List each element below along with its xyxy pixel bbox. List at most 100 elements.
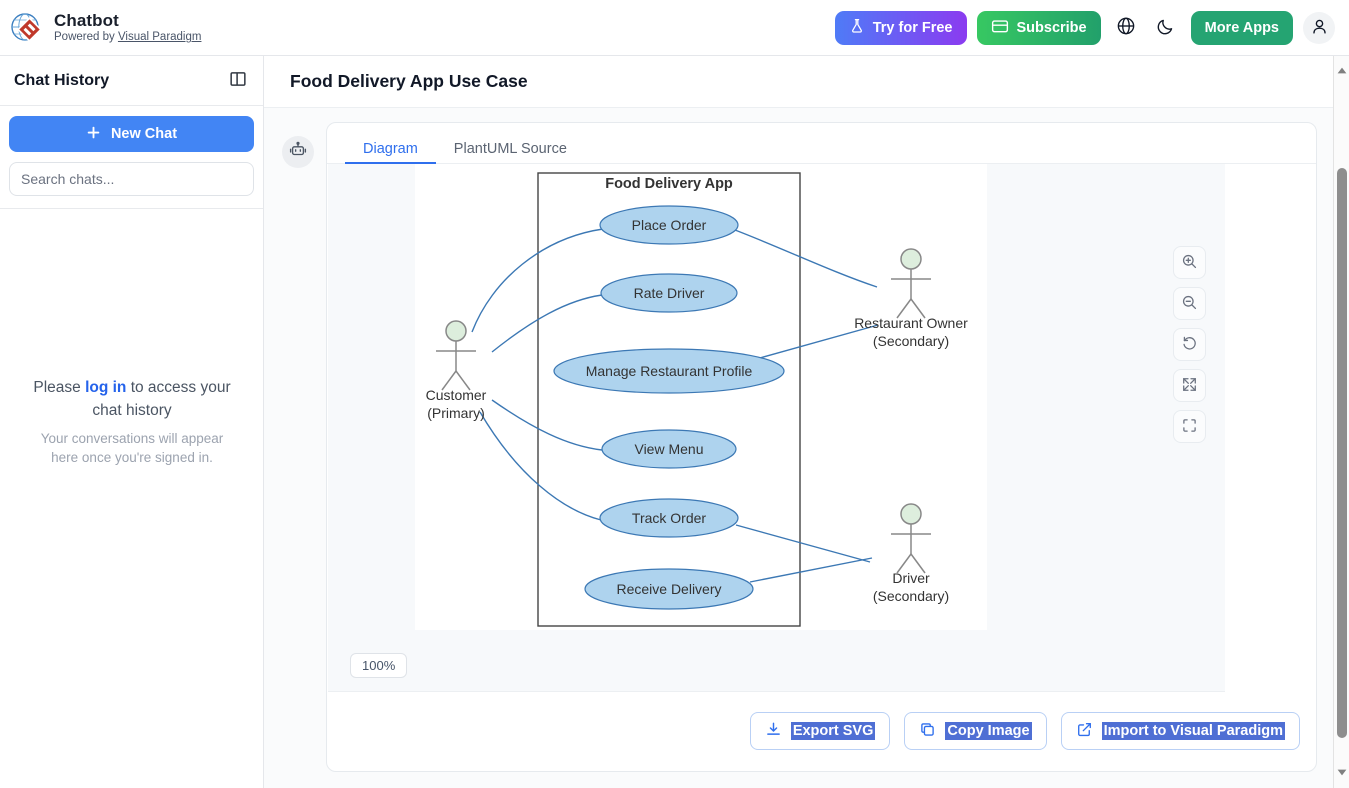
tab-diagram[interactable]: Diagram <box>345 123 436 165</box>
assoc-customer-track-order <box>479 411 602 521</box>
search-chats-input[interactable] <box>9 162 254 196</box>
copy-image-label: Copy Image <box>945 722 1032 740</box>
app-title: Chatbot <box>54 10 119 30</box>
use-case-place-order[interactable]: Place Order <box>599 205 739 245</box>
log-in-link[interactable]: log in <box>85 379 127 397</box>
assoc-owner-manage-profile <box>741 324 879 364</box>
main-header: Food Delivery App Use Case <box>264 56 1333 108</box>
diagram-card: Diagram PlantUML Source Food Delivery Ap… <box>326 122 1317 772</box>
diagram-svg-holder: Food Delivery App <box>415 164 987 630</box>
scroll-up-button[interactable] <box>1334 62 1349 78</box>
new-chat-label: New Chat <box>110 126 178 142</box>
fullscreen-button[interactable] <box>1173 410 1206 443</box>
language-globe-button[interactable] <box>1111 13 1141 43</box>
copy-image-button[interactable]: Copy Image <box>904 712 1047 750</box>
export-svg-button[interactable]: Export SVG <box>749 712 891 750</box>
panel-toggle-icon <box>229 72 247 91</box>
try-for-free-button[interactable]: Try for Free <box>834 10 967 45</box>
actor-name: Driver <box>892 570 930 586</box>
import-to-visual-paradigm-button[interactable]: Import to Visual Paradigm <box>1060 712 1300 750</box>
bot-avatar <box>282 136 314 168</box>
fit-to-screen-button[interactable] <box>1173 369 1206 402</box>
try-for-free-label: Try for Free <box>872 19 953 36</box>
zoom-out-button[interactable] <box>1173 287 1206 320</box>
scroll-down-button[interactable] <box>1334 764 1349 780</box>
page-title: Food Delivery App Use Case <box>290 71 528 91</box>
more-apps-label: More Apps <box>1204 19 1279 36</box>
reset-view-button[interactable] <box>1173 328 1206 361</box>
assoc-driver-receive-delivery <box>749 557 873 583</box>
caret-up-icon <box>1337 61 1347 79</box>
sidebar-header: Chat History <box>0 56 263 106</box>
actor-name: Restaurant Owner <box>854 315 968 331</box>
assoc-customer-view-menu <box>491 399 603 451</box>
flask-icon <box>849 18 865 38</box>
import-to-visual-paradigm-label: Import to Visual Paradigm <box>1101 722 1285 740</box>
actor-restaurant-owner[interactable]: Restaurant Owner (Secondary) <box>854 248 968 349</box>
sidebar-collapse-button[interactable] <box>227 68 249 93</box>
more-apps-button[interactable]: More Apps <box>1190 10 1293 45</box>
new-chat-button[interactable]: New Chat <box>9 116 254 152</box>
conversation-body: Diagram PlantUML Source Food Delivery Ap… <box>264 108 1333 788</box>
visual-paradigm-link[interactable]: Visual Paradigm <box>117 31 202 44</box>
export-svg-label: Export SVG <box>790 722 876 740</box>
powered-by-prefix: Powered by <box>54 31 118 44</box>
actor-role: (Primary) <box>427 405 485 421</box>
diagram-action-bar: Export SVG Copy Image <box>327 691 1316 771</box>
zoom-level-badge: 100% <box>350 653 408 678</box>
brand: Chatbot Powered by Visual Paradigm <box>0 11 201 45</box>
use-case-rate-driver[interactable]: Rate Driver <box>600 273 738 313</box>
fit-screen-icon <box>1181 376 1198 396</box>
credit-card-icon <box>991 18 1009 38</box>
globe-icon <box>1116 16 1136 39</box>
use-case-label: Receive Delivery <box>616 581 721 597</box>
use-case-receive-delivery[interactable]: Receive Delivery <box>584 568 754 610</box>
login-prompt-prefix: Please <box>33 379 86 397</box>
zoom-out-icon <box>1181 294 1198 314</box>
caret-down-icon <box>1337 763 1347 781</box>
actor-name: Customer <box>426 387 487 403</box>
assoc-customer-rate-driver <box>491 294 603 353</box>
use-case-track-order[interactable]: Track Order <box>599 498 739 538</box>
user-avatar-icon <box>1310 17 1329 39</box>
theme-toggle-button[interactable] <box>1151 13 1181 43</box>
assoc-driver-track-order <box>735 524 871 563</box>
header-actions: Try for Free Subscribe <box>834 10 1349 45</box>
system-boundary-title: Food Delivery App <box>605 176 733 192</box>
use-case-label: Track Order <box>632 510 706 526</box>
page-scrollbar[interactable] <box>1333 56 1349 788</box>
association-lines <box>471 228 879 583</box>
scroll-thumb[interactable] <box>1337 168 1347 738</box>
login-prompt-sub: Your conversations will appear here once… <box>40 430 224 466</box>
diagram-zoom-controls <box>1173 246 1206 443</box>
powered-by-text: Powered by Visual Paradigm <box>54 31 201 43</box>
use-case-label: View Menu <box>634 441 703 457</box>
copy-icon <box>919 721 936 742</box>
moon-icon <box>1156 17 1175 39</box>
sidebar-title: Chat History <box>14 71 110 89</box>
diagram-canvas[interactable]: Food Delivery App <box>328 164 1225 692</box>
zoom-in-icon <box>1181 253 1198 273</box>
visual-paradigm-globe-diamond-logo <box>10 11 44 45</box>
use-case-view-menu[interactable]: View Menu <box>601 429 737 469</box>
subscribe-button[interactable]: Subscribe <box>976 10 1101 45</box>
diagram-tabs: Diagram PlantUML Source <box>327 123 1316 165</box>
sidebar-controls: New Chat <box>0 106 263 209</box>
use-case-label: Manage Restaurant Profile <box>586 363 753 379</box>
actor-driver[interactable]: Driver (Secondary) <box>873 503 949 604</box>
download-icon <box>765 721 782 742</box>
zoom-in-button[interactable] <box>1173 246 1206 279</box>
use-cases: Place Order Rate Driver Manage Restauran… <box>553 205 785 610</box>
plus-icon <box>86 125 101 144</box>
use-case-label: Place Order <box>632 217 707 233</box>
account-button[interactable] <box>1303 11 1335 44</box>
actor-customer[interactable]: Customer (Primary) <box>426 320 487 421</box>
tab-plantuml-source[interactable]: PlantUML Source <box>436 123 585 164</box>
external-link-icon <box>1076 721 1093 742</box>
use-case-diagram: Food Delivery App <box>426 172 968 627</box>
use-case-manage-restaurant-profile[interactable]: Manage Restaurant Profile <box>553 348 785 394</box>
actor-role: (Secondary) <box>873 588 949 604</box>
chat-history-sidebar: Chat History New Chat Please log in to a… <box>0 56 264 788</box>
main-panel: Food Delivery App Use Case Diagram Plant… <box>264 56 1333 788</box>
login-prompt: Please log in to access your chat histor… <box>26 376 238 423</box>
